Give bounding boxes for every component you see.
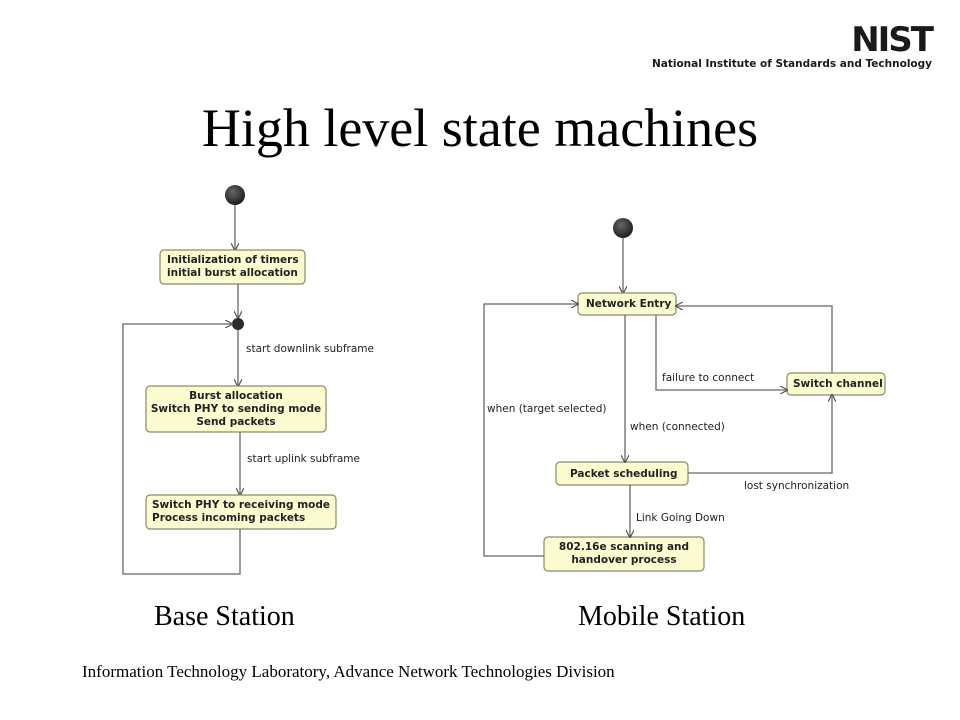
bs-node-burst: Burst allocation Switch PHY to sending m… (145, 385, 327, 433)
bs-node-receive-line2: Process incoming packets (152, 512, 305, 524)
nist-logo-mark: NIST (851, 20, 934, 60)
ms-node-packet-scheduling: Packet scheduling (555, 461, 689, 486)
ms-label-lost-sync: lost synchronization (744, 480, 849, 492)
bs-node-init-line1: Initialization of timers (167, 254, 299, 266)
ms-node-scanning-line2: handover process (571, 554, 676, 566)
bs-node-receive: Switch PHY to receiving mode Process inc… (145, 494, 337, 530)
bs-node-burst-line2: Switch PHY to sending mode (151, 403, 321, 415)
bs-node-burst-line3: Send packets (196, 416, 275, 428)
ms-node-switch-channel: Switch channel (786, 372, 886, 396)
ms-edge-lost-sync (688, 395, 832, 474)
ms-edge-switch-to-entry (676, 306, 833, 373)
ms-initial-state (613, 218, 633, 238)
nist-logo-subtitle: National Institute of Standards and Tech… (651, 58, 932, 70)
ms-node-network-entry-label: Network Entry (586, 298, 672, 310)
ms-edge-failure (655, 315, 787, 390)
bs-label-uplink: start uplink subframe (247, 453, 360, 465)
ms-label-link-going-down: Link Going Down (636, 512, 725, 524)
mobile-station-diagram: Network Entry Switch channel Packet sche… (483, 218, 886, 572)
bs-edge-loop (122, 324, 241, 575)
ms-node-scanning: 802.16e scanning and handover process (543, 536, 705, 572)
state-machine-diagrams: Initialization of timers initial burst a… (122, 185, 886, 575)
ms-label-target-selected: when (target selected) (487, 403, 606, 415)
bs-junction (232, 318, 244, 330)
bs-node-init-line2: initial burst allocation (167, 267, 298, 279)
ms-node-scanning-line1: 802.16e scanning and (559, 541, 689, 553)
base-station-diagram: Initialization of timers initial burst a… (122, 185, 374, 575)
footer-text: Information Technology Laboratory, Advan… (82, 662, 615, 681)
caption-base-station: Base Station (154, 601, 295, 632)
bs-node-init: Initialization of timers initial burst a… (159, 249, 306, 285)
bs-label-downlink: start downlink subframe (246, 343, 374, 355)
ms-node-packet-scheduling-label: Packet scheduling (570, 468, 677, 480)
ms-label-failure: failure to connect (662, 372, 754, 384)
ms-node-switch-channel-label: Switch channel (793, 378, 883, 390)
ms-node-network-entry: Network Entry (577, 292, 677, 316)
nist-logo: NIST National Institute of Standards and… (652, 20, 936, 74)
caption-mobile-station: Mobile Station (578, 601, 746, 632)
bs-node-burst-line1: Burst allocation (189, 390, 283, 402)
slide-title: High level state machines (201, 98, 759, 158)
bs-initial-state (225, 185, 245, 205)
ms-edge-target-selected (483, 304, 578, 557)
bs-node-receive-line1: Switch PHY to receiving mode (152, 499, 330, 511)
ms-label-connected: when (connected) (630, 421, 725, 433)
